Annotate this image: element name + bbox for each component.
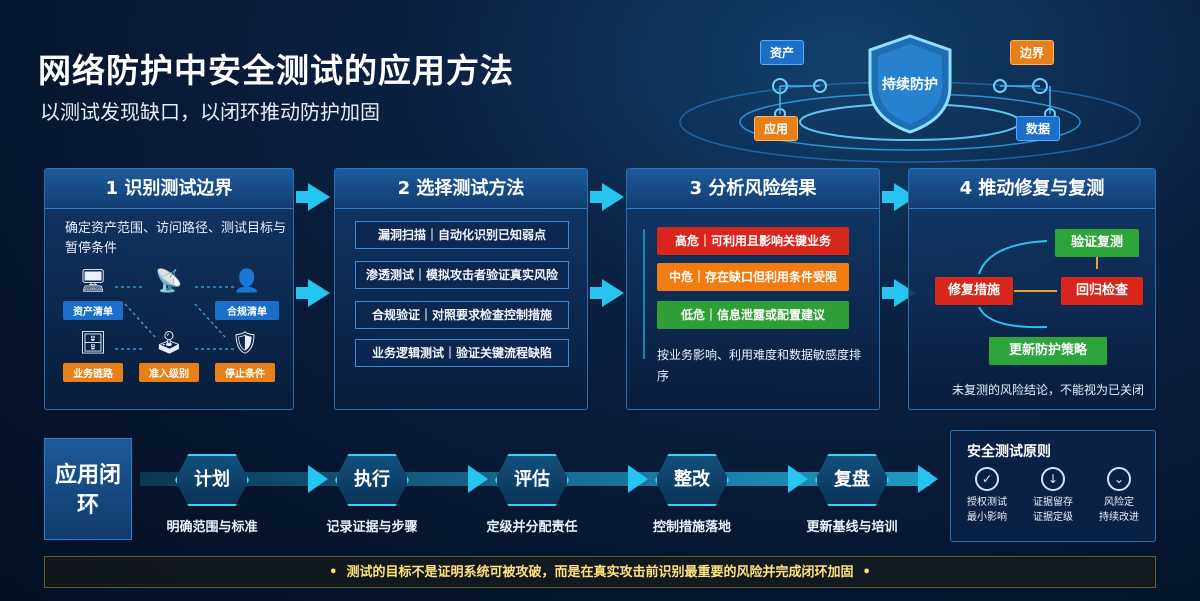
arrow-stem: [590, 191, 604, 203]
hero-rings: [679, 34, 1141, 163]
tag-application: 应用: [754, 116, 799, 141]
hero-graphic: 资产 边界 应用 数据 持续防护: [660, 14, 1200, 174]
page-title: 网络防护中安全测试的应用方法: [38, 51, 514, 90]
principle-line1: 授权测试: [967, 497, 1007, 508]
principle-line1: 风险定: [1104, 497, 1134, 508]
arrow-stem: [296, 287, 310, 299]
stage-desc: 记录证据与步骤: [326, 520, 418, 535]
stage-remediate: 整改: [655, 454, 729, 506]
arrow-stem: [296, 191, 310, 203]
item-broadcast: 📡: [143, 267, 195, 297]
compliance-icon: 👤: [233, 269, 261, 294]
principle-line2: 持续改进: [1099, 512, 1139, 523]
arrow-stem: [590, 287, 604, 299]
item-stop-condition: 🛡 停止条件: [215, 329, 275, 382]
stage-review: 复盘: [815, 454, 889, 506]
arrow-right-icon: [602, 279, 624, 307]
stage-plan: 计划: [175, 454, 249, 506]
principle-line1: 证据留存: [1033, 497, 1073, 508]
principles-panel: 安全测试原则 ✓ 授权测试 最小影响 ↓ 证据留存 证据定级 ⌄ 风险定 持续改…: [950, 430, 1156, 542]
risk-rail: [643, 229, 645, 359]
principle-item: ⌄ 风险定 持续改进: [1087, 467, 1151, 525]
principle-line2: 最小影响: [967, 512, 1007, 523]
tag-asset: 资产: [760, 40, 805, 65]
principle-item: ↓ 证据留存 证据定级: [1021, 467, 1085, 525]
step-panel-1: 1 识别测试边界 确定资产范围、访问路径、测试目标与暂停条件 🖥 资产清单 📡 …: [44, 168, 294, 410]
risk-high: 高危｜可利用且影响关键业务: [657, 227, 849, 255]
step-panel-4: 4 推动修复与复测 验证复测 修复措施 回归检查 更新防护策略 未复测的风险结论…: [908, 168, 1156, 410]
principle-item: ✓ 授权测试 最小影响: [955, 467, 1019, 525]
authorize-icon: ✓: [975, 467, 999, 491]
arrow-right-icon: [308, 279, 330, 307]
principles-title: 安全测试原则: [967, 444, 1051, 460]
item-compliance-list: 👤 合规清单: [215, 267, 279, 320]
loop-label: 应用闭环: [44, 438, 132, 540]
improve-icon: ⌄: [1107, 467, 1131, 491]
footer-text: 测试的目标不是证明系统可被攻破，而是在真实攻击前识别最重要的风险并完成闭环加固: [346, 565, 854, 580]
item-label: 资产清单: [63, 301, 123, 320]
bullet-icon: •: [853, 565, 871, 580]
step-title: 1 识别测试边界: [45, 169, 293, 209]
server-icon: 🗄: [79, 331, 107, 356]
item-label: 业务链路: [63, 363, 123, 382]
shield-label: 持续防护: [882, 77, 938, 93]
item-access-level: 🕹 准入级别: [139, 329, 199, 382]
method-item: 渗透测试｜模拟攻击者验证真实风险: [355, 261, 569, 289]
stage-desc: 控制措施落地: [652, 520, 731, 535]
arrow-right-icon: [602, 183, 624, 211]
item-business-chain: 🗄 业务链路: [63, 329, 123, 382]
step-title: 2 选择测试方法: [335, 169, 587, 209]
item-label: 准入级别: [139, 363, 199, 382]
stage-desc: 更新基线与培训: [806, 520, 898, 535]
risk-low: 低危｜信息泄露或配置建议: [657, 301, 849, 329]
risk-note: 按业务影响、利用难度和数据敏感度排序: [657, 348, 862, 383]
arrow-right-icon: [468, 465, 488, 493]
tag-boundary: 边界: [1010, 40, 1055, 65]
stage-assess: 评估: [495, 454, 569, 506]
page-subtitle: 以测试发现缺口，以闭环推动防护加固: [40, 100, 380, 124]
verify-retest-box: 验证复测: [1055, 229, 1139, 257]
joystick-icon: 🕹: [155, 331, 183, 356]
footer-banner: • 测试的目标不是证明系统可被攻破，而是在真实攻击前识别最重要的风险并完成闭环加…: [44, 556, 1156, 588]
monitor-icon: 🖥: [79, 269, 107, 294]
evidence-icon: ↓: [1041, 467, 1065, 491]
arrow-stem: [882, 191, 896, 203]
principle-line2: 证据定级: [1033, 512, 1073, 523]
arrow-right-icon: [788, 465, 808, 493]
step-panel-3: 3 分析风险结果 高危｜可利用且影响关键业务 中危｜存在缺口但利用条件受限 低危…: [626, 168, 880, 410]
item-asset-list: 🖥 资产清单: [63, 267, 123, 320]
item-label: 停止条件: [215, 363, 275, 382]
tag-data: 数据: [1016, 116, 1061, 141]
stage-desc: 明确范围与标准: [166, 520, 258, 535]
arrow-stem: [882, 287, 896, 299]
step-title: 3 分析风险结果: [627, 169, 879, 209]
update-policy-box: 更新防护策略: [989, 337, 1107, 365]
arrow-right-icon: [918, 465, 938, 493]
step-panel-2: 2 选择测试方法 漏洞扫描｜自动化识别已知弱点 渗透测试｜模拟攻击者验证真实风险…: [334, 168, 588, 410]
method-item: 合规验证｜对照要求检查控制措施: [355, 301, 569, 329]
arrow-right-icon: [308, 183, 330, 211]
item-label: 合规清单: [215, 301, 279, 320]
step-title: 4 推动修复与复测: [909, 169, 1155, 209]
stage-execute: 执行: [335, 454, 409, 506]
arrow-right-icon: [628, 465, 648, 493]
arrow-right-icon: [308, 465, 328, 493]
bullet-icon: •: [329, 565, 347, 580]
broadcast-icon: 📡: [155, 269, 183, 294]
retest-note: 未复测的风险结论，不能视为已关闭: [951, 383, 1144, 397]
step-description: 确定资产范围、访问路径、测试目标与暂停条件: [65, 221, 287, 256]
method-item: 业务逻辑测试｜验证关键流程缺陷: [355, 339, 569, 367]
method-item: 漏洞扫描｜自动化识别已知弱点: [355, 221, 569, 249]
stage-desc: 定级并分配责任: [486, 520, 578, 535]
risk-medium: 中危｜存在缺口但利用条件受限: [657, 263, 849, 291]
fix-measure-box: 修复措施: [935, 277, 1013, 305]
stop-shield-icon: 🛡: [231, 331, 259, 356]
regression-check-box: 回归检查: [1061, 277, 1143, 305]
